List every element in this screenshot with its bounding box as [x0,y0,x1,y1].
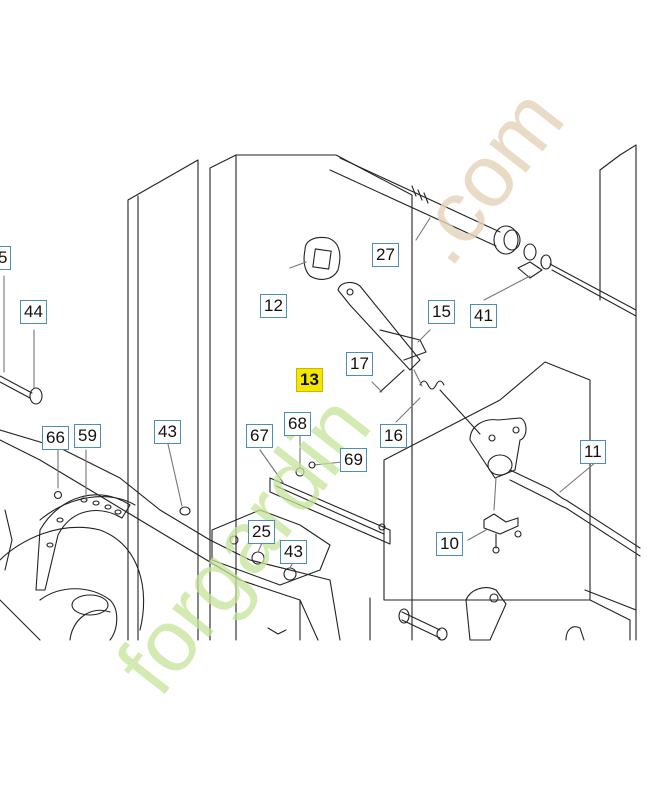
part-label-43-right[interactable]: 43 [280,540,307,564]
pivot-bracket-drawing [469,417,527,511]
deck-housing [0,429,341,641]
part-label-10[interactable]: 10 [436,532,463,556]
part-label-66[interactable]: 66 [42,426,69,450]
part-label-16[interactable]: 16 [380,424,407,448]
part-label-17[interactable]: 17 [346,352,373,376]
screw-69-drawing [308,461,343,469]
spring-16-drawing [395,369,481,435]
bracket-59-drawing [35,494,131,591]
clamp-10-drawing [467,513,522,554]
fitting-41-drawing [483,243,637,317]
part-label-43-left[interactable]: 43 [154,420,181,444]
part-label-5[interactable]: 5 [0,246,12,270]
part-label-59[interactable]: 59 [74,424,101,448]
part-label-69[interactable]: 69 [340,448,367,472]
part-label-25[interactable]: 25 [248,520,275,544]
part-label-12[interactable]: 12 [260,294,287,318]
part-label-15[interactable]: 15 [428,300,455,324]
part-label-11[interactable]: 11 [580,440,606,464]
shaft-27-drawing [329,157,521,255]
part-label-67[interactable]: 67 [246,424,273,448]
screw-66-drawing [53,447,87,501]
knob-12-drawing [289,236,341,280]
rail-67-drawing [259,449,391,545]
screw-43a-drawing [167,443,191,516]
rod-11-drawing [509,461,641,557]
part-label-27[interactable]: 27 [372,243,399,267]
part-label-44[interactable]: 44 [20,300,47,324]
lever-15-drawing [337,281,431,371]
lower-right-parts [398,587,585,641]
pin-17-drawing [371,369,405,393]
mount-plate-drawing [211,509,371,641]
nut-68-drawing [295,433,305,477]
part-label-13-highlighted[interactable]: 13 [296,368,323,392]
part-label-41[interactable]: 41 [470,304,497,328]
bolt-44-drawing [0,275,43,405]
part-label-68[interactable]: 68 [284,412,311,436]
